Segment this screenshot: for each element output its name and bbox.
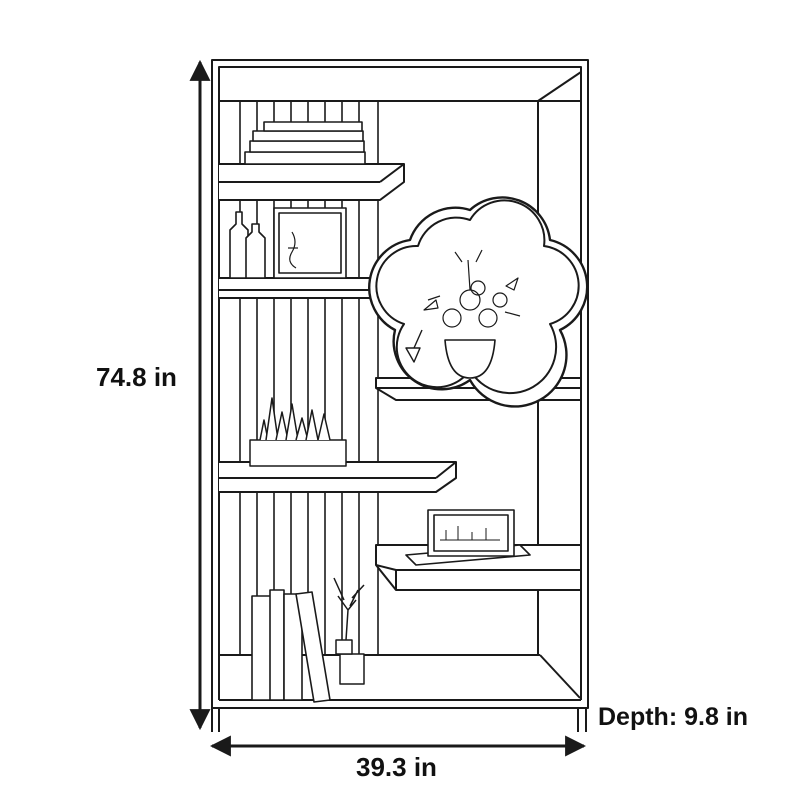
shelf-4 [219,461,457,493]
picture-frame-icon [273,207,347,279]
upright-books-icon [251,589,331,703]
crystal-decor-icon [249,397,347,467]
photo-frame-icon [405,509,531,566]
deer-figurine-icon [333,577,365,685]
shelf-1 [219,163,405,201]
depth-label: Depth: 9.8 in [598,703,749,731]
quatrefoil-ornament-icon [368,196,589,408]
width-label: 39.3 in [356,752,437,782]
height-label: 74.8 in [96,362,177,392]
bottles-icon [229,211,266,279]
books-stack-icon [244,121,366,165]
